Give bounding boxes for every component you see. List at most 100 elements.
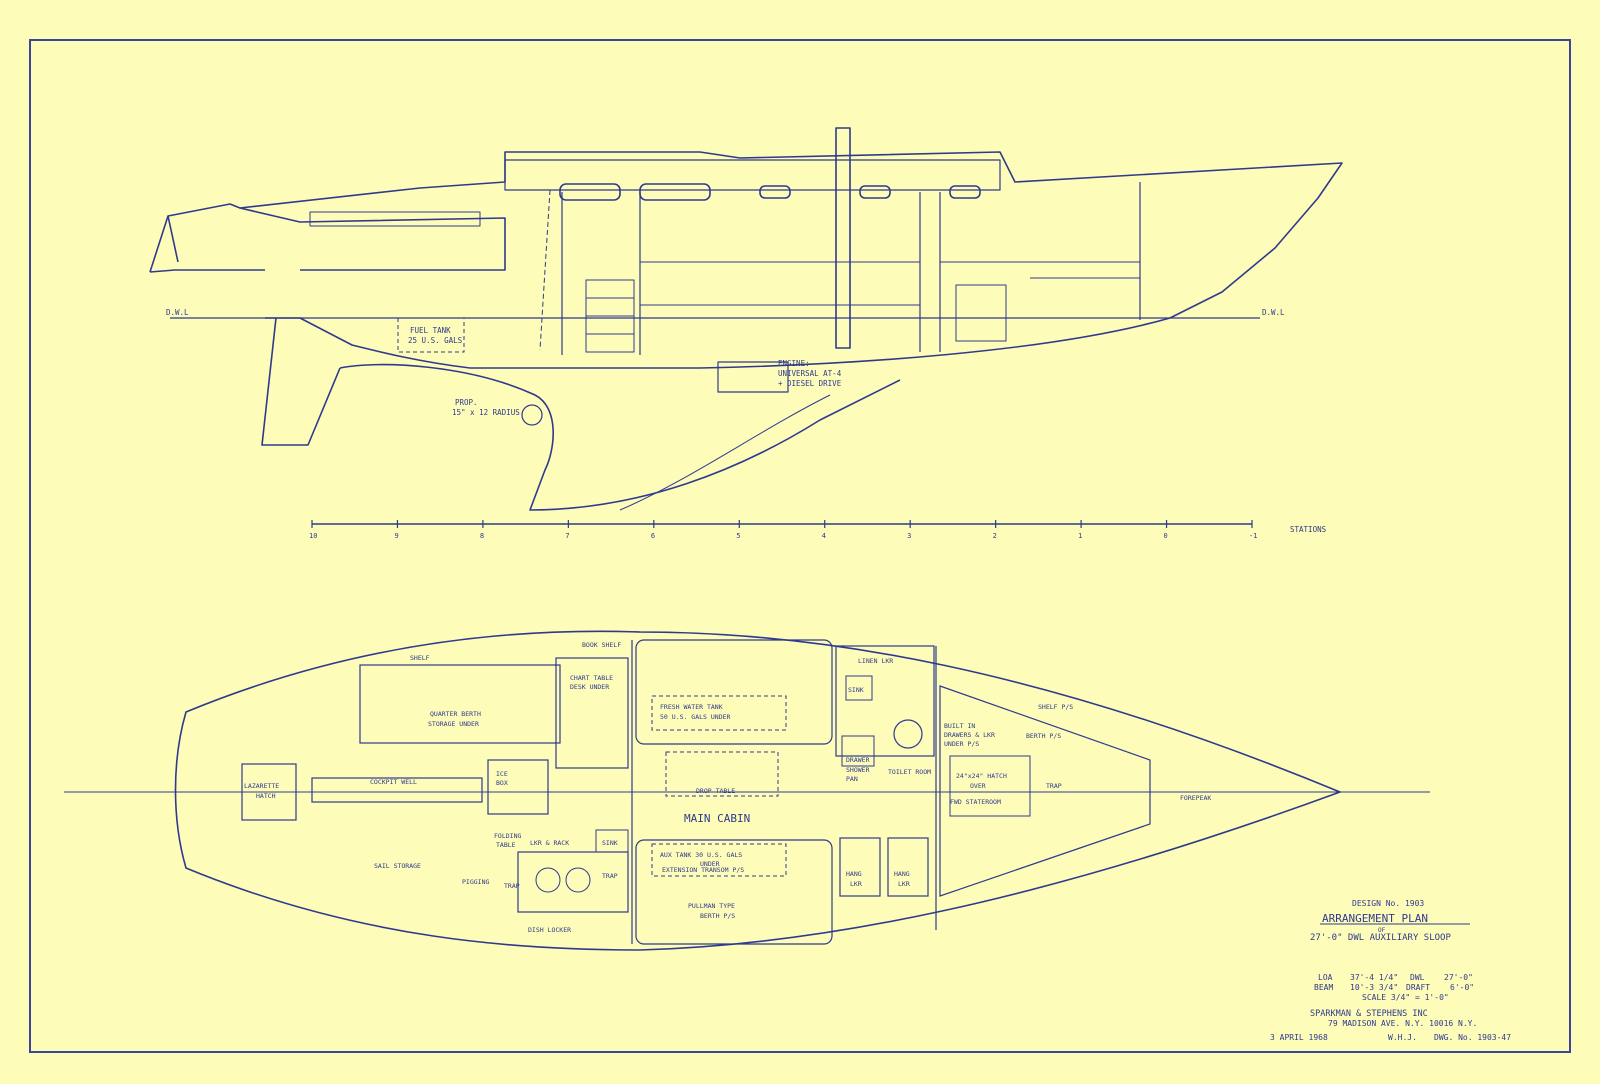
aux-tank (651, 843, 787, 877)
toilet (893, 719, 923, 749)
design-number: DESIGN No. 1903 (1352, 899, 1424, 908)
trap-label: TRAP (1046, 782, 1062, 790)
hang-locker-1 (839, 837, 881, 897)
shower-pan-label-2: PAN (846, 775, 858, 783)
aux-tank-label: AUX TANK 30 U.S. GALS (660, 851, 742, 859)
head-cabinet (955, 284, 1007, 342)
chart-table-label: CHART TABLE (570, 674, 613, 682)
hull-sheer-line (149, 151, 1343, 319)
dwg-number: DWG. No. 1903-47 (1434, 1033, 1511, 1042)
hull-bottom (265, 317, 1171, 369)
station-label: 9 (394, 532, 398, 540)
drawing-subtitle: 27'-0" DWL AUXILIARY SLOOP (1310, 933, 1451, 943)
stern-overhang (167, 215, 179, 263)
scale-text: SCALE 3/4" = 1'-0" (1362, 993, 1449, 1002)
station-label: 3 (907, 532, 911, 540)
draft-label: DRAFT (1406, 983, 1430, 992)
ice-box-label: ICE (496, 770, 508, 778)
cockpit-seat (309, 211, 481, 227)
lazarette-label-2: HATCH (256, 792, 276, 800)
settee-starboard (635, 839, 833, 945)
profile-labels: D.W.L D.W.L FUEL TANK 25 U.S. GALS PROP.… (166, 308, 1285, 417)
station-label: 2 (993, 532, 997, 540)
stove-burner (535, 867, 561, 893)
rudder (261, 317, 341, 446)
engine-label-3: + DIESEL DRIVE (778, 379, 842, 388)
plan-view (64, 630, 1430, 951)
extension-transom-label: EXTENSION TRANSOM P/S (662, 866, 744, 874)
station-label: -1 (1249, 532, 1257, 540)
dwl-left-label: D.W.L (166, 308, 189, 317)
drawing-title: ARRANGEMENT PLAN (1322, 912, 1428, 925)
station-label: 10 (309, 532, 317, 540)
chart-table (555, 657, 629, 769)
hang-lkr1-label: HANG (846, 870, 862, 878)
built-in-label-3: UNDER P/S (944, 740, 979, 748)
transom (149, 269, 265, 273)
keel (339, 363, 901, 511)
propeller (521, 404, 543, 426)
drawing-of: OF (1378, 927, 1386, 934)
loa-label: LOA (1318, 973, 1333, 982)
pullman-berth-label: PULLMAN TYPE (688, 902, 735, 910)
drop-table (665, 751, 779, 797)
linen-lkr-label: LINEN LKR (858, 657, 893, 665)
built-in-label: BUILT IN (944, 722, 975, 730)
fresh-water-label: FRESH WATER TANK (660, 703, 723, 711)
station-label: 0 (1164, 532, 1168, 540)
prop-label: PROP. (455, 398, 478, 407)
station-label: 8 (480, 532, 484, 540)
firm-address: 79 MADISON AVE. N.Y. 10016 N.Y. (1328, 1019, 1477, 1028)
shelf-ps-label: SHELF P/S (1038, 703, 1073, 711)
forward-hatch (949, 755, 1031, 817)
cockpit-well (311, 777, 483, 803)
berth-ps-label: BERTH P/S (1026, 732, 1061, 740)
companionway (539, 189, 551, 351)
trap3-label: TRAP (504, 882, 520, 890)
shower-pan (841, 735, 875, 767)
draft-value: 6'-0" (1450, 983, 1474, 992)
pullman-berth-label-2: BERTH P/S (700, 912, 735, 920)
station-label: 4 (822, 532, 826, 540)
sink-head-label: SINK (848, 686, 864, 694)
shower-pan-label: SHOWER (846, 766, 870, 774)
stove-burner (565, 867, 591, 893)
toilet-room-label: TOILET ROOM (888, 768, 931, 776)
fuel-tank-label: FUEL TANK (410, 326, 451, 335)
quarter-berth-label-2: STORAGE UNDER (428, 720, 479, 728)
firm-name: SPARKMAN & STEPHENS INC (1310, 1009, 1428, 1019)
dish-locker-label: DISH LOCKER (528, 926, 571, 934)
fuel-tank (397, 317, 465, 353)
drop-table-label: DROP TABLE (696, 787, 735, 795)
pigging-label: PIGGING (462, 878, 489, 886)
engine-label: ENGINE: (778, 359, 810, 368)
cockpit (239, 207, 506, 271)
quarter-berth (359, 664, 561, 744)
sink-head (845, 675, 873, 701)
drawing-date: 3 APRIL 1968 (1270, 1033, 1328, 1042)
window-4 (859, 185, 891, 199)
built-in-label-2: DRAWERS & LKR (944, 731, 995, 739)
sheet-border (29, 39, 1571, 1053)
prop-label-2: 15" x 12 RADIUS (452, 408, 520, 417)
mast (835, 127, 851, 349)
cockpit-well-label: COCKPIT WELL (370, 778, 417, 786)
station-label: 6 (651, 532, 655, 540)
lazarette-label: LAZARETTE (244, 782, 279, 790)
lkr-rack-label: LKR & RACK (530, 839, 569, 847)
ice-box-label-2: BOX (496, 779, 508, 787)
beam-value: 10'-3 3/4" (1350, 983, 1398, 992)
book-shelf-label: BOOK SHELF (582, 641, 621, 649)
engine-label-2: UNIVERSAL AT-4 (778, 369, 842, 378)
fresh-water-label-2: 50 U.S. GALS UNDER (660, 713, 731, 721)
window-1 (559, 183, 621, 201)
cabin-house (504, 159, 1001, 191)
dwl-label: DWL (1410, 973, 1425, 982)
plan-labels: SHELF BOOK SHELF CHART TABLE DESK UNDER … (244, 641, 1211, 934)
folding-table-label-2: TABLE (496, 841, 516, 849)
ice-box (487, 759, 549, 815)
window-5 (949, 185, 981, 199)
sail-storage-label: SAIL STORAGE (374, 862, 421, 870)
